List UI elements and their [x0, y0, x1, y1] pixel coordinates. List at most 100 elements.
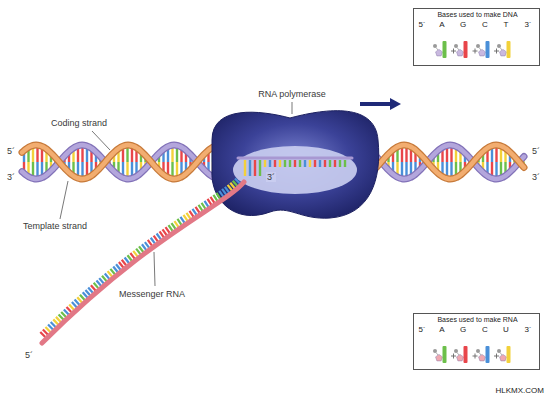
mrna-base-bar [142, 244, 146, 250]
mrna-base-bar [130, 253, 134, 259]
mrna-base-bar [80, 295, 85, 300]
mrna-base-bar [174, 221, 178, 227]
channel-base-bar [284, 160, 286, 167]
channel-base-bar [314, 160, 316, 167]
mrna-base-bar [163, 229, 167, 235]
mrna-base-bar [136, 249, 140, 255]
mrna-base-bar [110, 269, 114, 274]
mrna-base-bar [75, 300, 80, 305]
mrna-base-bar [61, 312, 66, 317]
strand-end-label: 3´ [6, 172, 16, 182]
base-letter: C [482, 326, 488, 335]
mrna-base-bar [192, 209, 196, 215]
plus-sign [494, 49, 499, 54]
nucleotide-icon [497, 41, 511, 58]
mrna-base-bar [127, 255, 131, 261]
mrna-base-bar [77, 297, 82, 302]
mrna-base-bar [67, 307, 72, 312]
channel-base-bar [319, 160, 321, 167]
mrna-base-bar [133, 251, 137, 257]
base-bar [486, 41, 490, 58]
arrow-head [390, 98, 401, 110]
arrow-shaft [360, 102, 392, 106]
base-bar [507, 346, 511, 363]
mrna-base-bar [222, 189, 226, 195]
channel-base-bar [324, 160, 326, 167]
mrna-base-bar [91, 285, 96, 290]
nucleotide-icon [433, 346, 456, 363]
leader-line [154, 252, 155, 286]
base-letter: 3´ [524, 326, 531, 335]
plus-sign [473, 49, 478, 54]
sugar [457, 49, 464, 56]
channel-bases [245, 160, 345, 176]
nucleotide-icon [433, 41, 456, 58]
base-key-box: Bases used to make DNA5´AGCT3´ [413, 8, 540, 66]
part-label: Coding strand [50, 118, 108, 128]
mrna-base-bar [166, 227, 170, 233]
mrna-base-bar [210, 197, 214, 203]
mrna-base-bar [145, 242, 149, 248]
channel-base-bar [329, 160, 331, 167]
bond [457, 353, 459, 356]
sugar [479, 354, 486, 361]
mrna-base-bar [122, 260, 126, 265]
base-letter: A [439, 326, 444, 335]
bond [436, 48, 438, 51]
base-bar [464, 346, 468, 363]
mrna-base-bar [56, 317, 61, 322]
box-heading: Bases used to make DNA [437, 11, 517, 19]
mrna-base-bar [108, 271, 112, 276]
strand-end-label: 5´ [531, 146, 541, 156]
mrna-base-bar [83, 292, 88, 297]
mrna-base-bar [148, 240, 152, 246]
nucleotide-icon [454, 346, 478, 363]
bond [479, 48, 481, 51]
mrna-base-bar [85, 290, 90, 295]
box-heading: Bases used to make RNA [437, 316, 517, 324]
leader-line [60, 181, 68, 219]
sugar [479, 49, 486, 56]
mrna-base-bar [119, 262, 123, 267]
nucleotide-icon [497, 346, 511, 363]
bond [479, 353, 481, 356]
mrna-base-bar [53, 319, 58, 324]
base-letter: A [439, 21, 444, 30]
part-label: Template strand [22, 221, 88, 231]
polymerase-channel [233, 146, 357, 194]
nucleotide-icon [476, 346, 499, 363]
mrna-base-bar [180, 217, 184, 223]
bond [436, 353, 438, 356]
base-key-box: Bases used to make RNA 5´ A G C U 3´ [413, 313, 540, 370]
mrna-backbone [42, 182, 244, 343]
channel-base-bar [249, 160, 251, 176]
mrna-base-bar [113, 267, 117, 272]
channel-base-bar [339, 160, 341, 167]
mrna-base-bar [216, 193, 220, 199]
mrna-base-bar [51, 322, 56, 327]
base-letter: G [460, 326, 466, 335]
plus-sign [473, 354, 478, 359]
sugar [457, 354, 464, 361]
sugar [500, 354, 507, 361]
mrna-base-bar [94, 283, 99, 288]
mrna-base-bar [88, 288, 93, 293]
channel-base-bar [304, 160, 306, 167]
strand-end-label: 5´ [24, 350, 34, 360]
bond [500, 48, 502, 51]
sugar [436, 49, 443, 56]
mrna-base-bar [213, 195, 217, 201]
channel-base-bar [294, 160, 296, 167]
base-letter: 5´ [418, 21, 425, 30]
plus-sign [494, 354, 499, 359]
mrna-base-bar [186, 213, 190, 219]
mrna-base-bar [48, 324, 53, 329]
mrna-base-bar [139, 246, 143, 252]
base-letter: 5´ [418, 326, 425, 335]
base-bar [443, 41, 447, 58]
channel-base-bar [254, 160, 256, 176]
plus-sign [451, 49, 456, 54]
base-letter: U [503, 326, 509, 335]
